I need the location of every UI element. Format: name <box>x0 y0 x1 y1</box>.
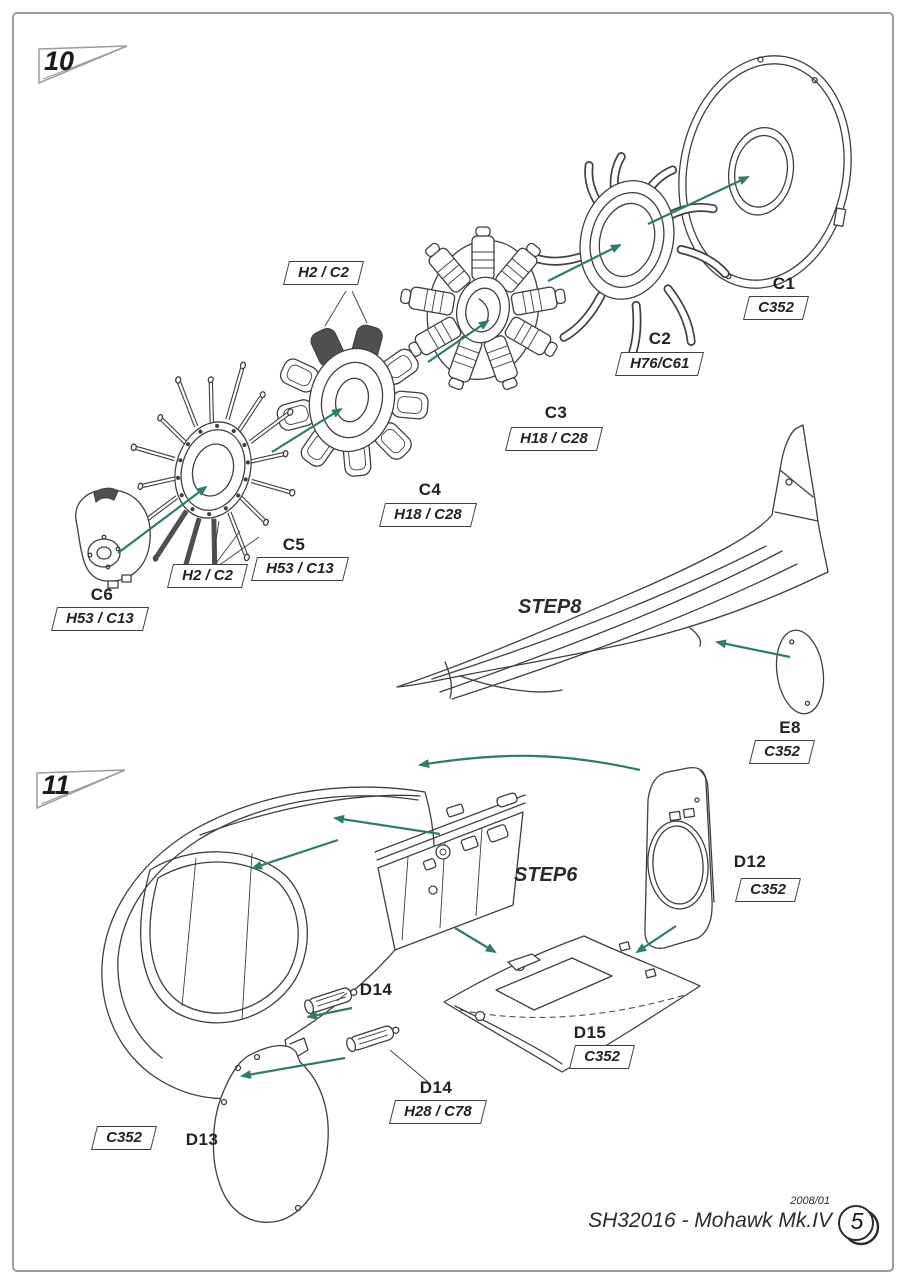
step8-reference: STEP8 <box>518 596 582 618</box>
color-code-d12: C352 <box>735 878 801 902</box>
color-code-c5: H53 / C13 <box>251 557 349 581</box>
part-label-c1: C1 <box>772 274 796 293</box>
part-label-e8: E8 <box>779 718 801 737</box>
step6-assembly-drawing <box>375 792 525 950</box>
part-d15-drawing <box>444 936 700 1072</box>
part-label-c5: C5 <box>282 535 306 554</box>
step-number-11: 11 <box>42 770 71 800</box>
color-code-c4: H18 / C28 <box>379 503 477 527</box>
part-c2-drawing <box>533 157 728 364</box>
part-label-d14a: D14 <box>359 980 393 999</box>
step10-flag <box>39 46 127 83</box>
part-label-d13: D13 <box>185 1130 219 1149</box>
step6-reference: STEP6 <box>514 864 578 886</box>
footer-page-number: 5 <box>850 1208 864 1234</box>
part-c3-drawing <box>398 226 568 393</box>
step11-flag <box>37 770 125 808</box>
color-code-c2: H76/C61 <box>615 352 705 376</box>
color-code-d14b: H28 / C78 <box>389 1100 487 1124</box>
part-c4-drawing <box>274 323 430 478</box>
footer-kit-title: SH32016 - Mohawk Mk.IV <box>588 1209 832 1232</box>
color-code-c3: H18 / C28 <box>505 427 603 451</box>
step8-fuselage-drawing <box>397 425 828 699</box>
part-label-d12: D12 <box>733 852 767 871</box>
assembly-arrows <box>118 177 790 1079</box>
step-number-10: 10 <box>44 46 75 76</box>
part-label-c2: C2 <box>648 329 672 348</box>
footer-date: 2008/01 <box>790 1195 830 1207</box>
part-d14b-drawing <box>345 1023 401 1053</box>
part-label-c6: C6 <box>90 585 114 604</box>
part-c6-drawing <box>76 488 151 588</box>
part-label-d15: D15 <box>573 1023 607 1042</box>
part-d13-drawing <box>213 1038 328 1222</box>
part-c1-drawing <box>661 42 870 302</box>
color-code-e8: C352 <box>749 740 815 764</box>
color-code-c6: H53 / C13 <box>51 607 149 631</box>
page-number-circle <box>839 1206 878 1244</box>
callout-leader-lines <box>212 291 428 1082</box>
color-code-d13: C352 <box>91 1126 157 1150</box>
part-e8-drawing <box>771 627 828 717</box>
color-code-d15: C352 <box>569 1045 635 1069</box>
part-label-c4: C4 <box>418 480 442 499</box>
part-label-d14b: D14 <box>419 1078 453 1097</box>
color-code-c1: C352 <box>743 296 809 320</box>
part-label-c3: C3 <box>544 403 568 422</box>
paint-callout-top: H2 / C2 <box>283 261 364 285</box>
part-c5-drawing <box>101 339 326 601</box>
part-d12-drawing <box>645 768 714 949</box>
paint-callout-bottom: H2 / C2 <box>167 564 248 588</box>
part-d14a-drawing <box>303 985 359 1015</box>
